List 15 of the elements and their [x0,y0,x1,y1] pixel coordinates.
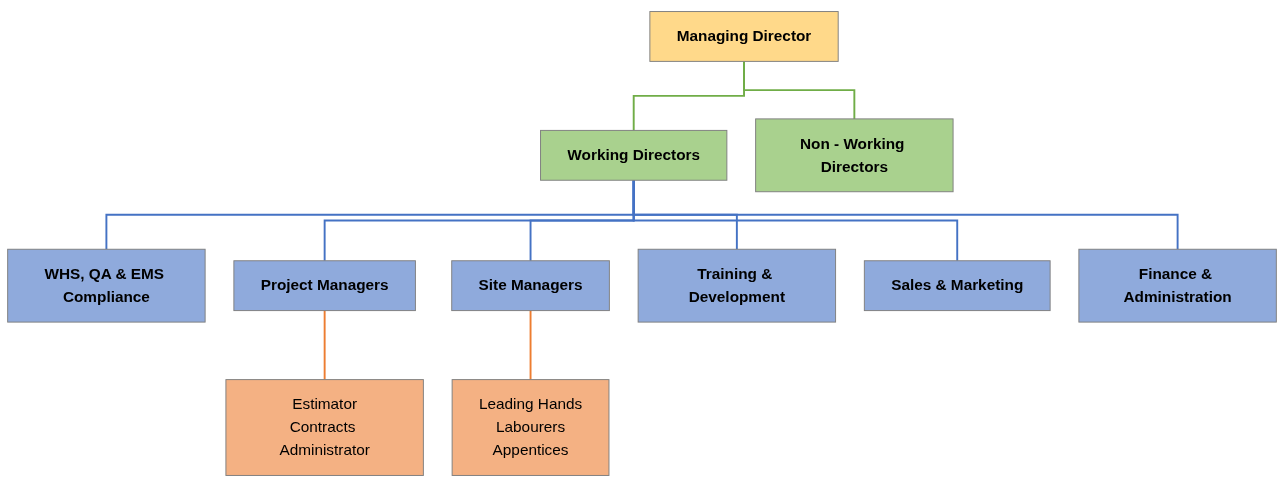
connector [323,309,326,381]
node-box: Sales & Marketing [863,260,1051,312]
node-box: Project Managers [233,260,416,312]
node-box: Site Managers [451,260,610,312]
node-box: Training & Development [637,248,837,323]
node-box: Managing Director [649,11,839,62]
node-box: Estimator Contracts Administrator [225,379,424,476]
connector [743,60,856,120]
node-box: Leading Hands Labourers Appentices [451,379,610,476]
node-box: Non - Working Directors [755,118,954,193]
connector [529,309,532,381]
connector [632,179,1179,251]
node-box: Finance & Administration [1078,248,1277,323]
node-box: WHS, QA & EMS Compliance [7,248,206,323]
node-box: Working Directors [540,129,728,181]
